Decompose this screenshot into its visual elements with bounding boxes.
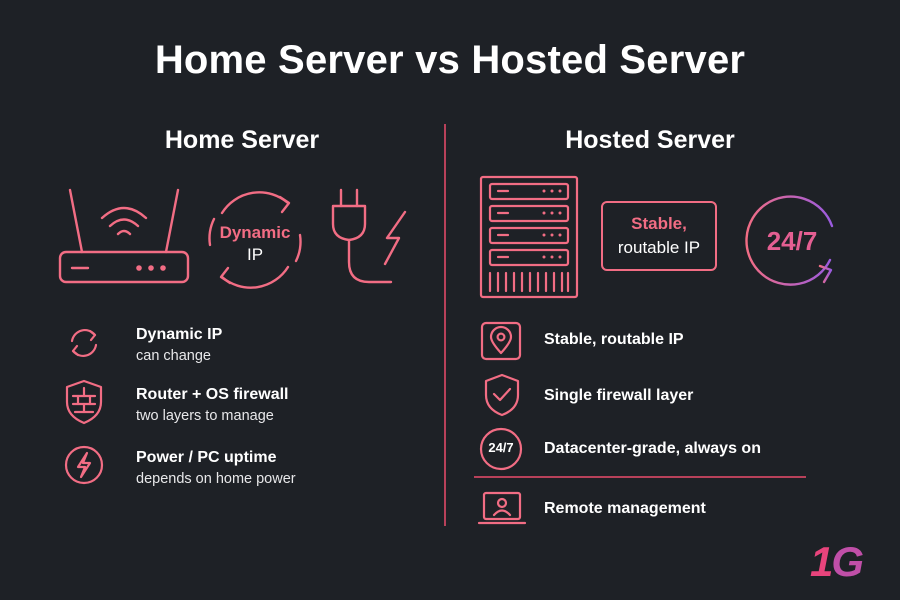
firewall-shield-icon xyxy=(65,379,103,425)
page-title: Home Server vs Hosted Server xyxy=(154,38,746,82)
location-pin-icon xyxy=(480,321,522,361)
home-feature-3-sub: depends on home power xyxy=(136,471,296,487)
hosted-feature-1-title: Stable, routable IP xyxy=(544,331,684,348)
dynamic-ip-cycle-icon xyxy=(208,191,302,289)
uptime-24-7-label: 24/7 xyxy=(766,226,818,256)
always-on-24-7-badge: 24/7 xyxy=(488,440,514,455)
stable-ip-box-line1: Stable, xyxy=(631,214,687,233)
dynamic-ip-label-line2: IP xyxy=(246,245,264,264)
brand-logo-part1: 1 xyxy=(809,538,833,585)
hosted-feature-4-title: Remote management xyxy=(544,500,706,517)
always-on-24-7-icon xyxy=(479,427,523,471)
home-feature-3-title: Power / PC uptime xyxy=(136,449,277,466)
hosted-server-heading: Hosted Server xyxy=(565,126,735,154)
home-feature-1-title: Dynamic IP xyxy=(136,326,223,343)
dynamic-ip-label: Dynamic IP xyxy=(205,222,305,266)
stable-ip-box-label: Stable, routable IP xyxy=(601,212,717,260)
home-feature-1-sub: can change xyxy=(136,348,211,364)
home-server-heading: Home Server xyxy=(164,126,320,154)
hosted-feature-3-title: Datacenter-grade, always on xyxy=(544,440,761,457)
row-divider xyxy=(474,476,806,478)
stable-ip-box-line2: routable IP xyxy=(617,238,701,257)
dynamic-ip-label-line1: Dynamic xyxy=(219,223,291,242)
shield-check-icon xyxy=(484,373,520,417)
power-plug-icon xyxy=(331,188,407,284)
home-feature-2-title: Router + OS firewall xyxy=(136,386,289,403)
hosted-feature-2-title: Single firewall layer xyxy=(544,387,694,404)
power-bolt-icon xyxy=(64,445,104,485)
server-rack-icon xyxy=(479,175,579,299)
brand-logo-part2: G xyxy=(831,538,864,585)
brand-logo: 1G xyxy=(809,538,864,586)
router-icon xyxy=(58,188,190,284)
home-feature-2-sub: two layers to manage xyxy=(136,408,274,424)
stable-ip-box xyxy=(601,201,717,271)
column-divider xyxy=(444,124,446,526)
laptop-user-icon xyxy=(477,491,527,525)
refresh-icon xyxy=(70,329,98,357)
uptime-24-7-circle-icon xyxy=(745,195,834,286)
